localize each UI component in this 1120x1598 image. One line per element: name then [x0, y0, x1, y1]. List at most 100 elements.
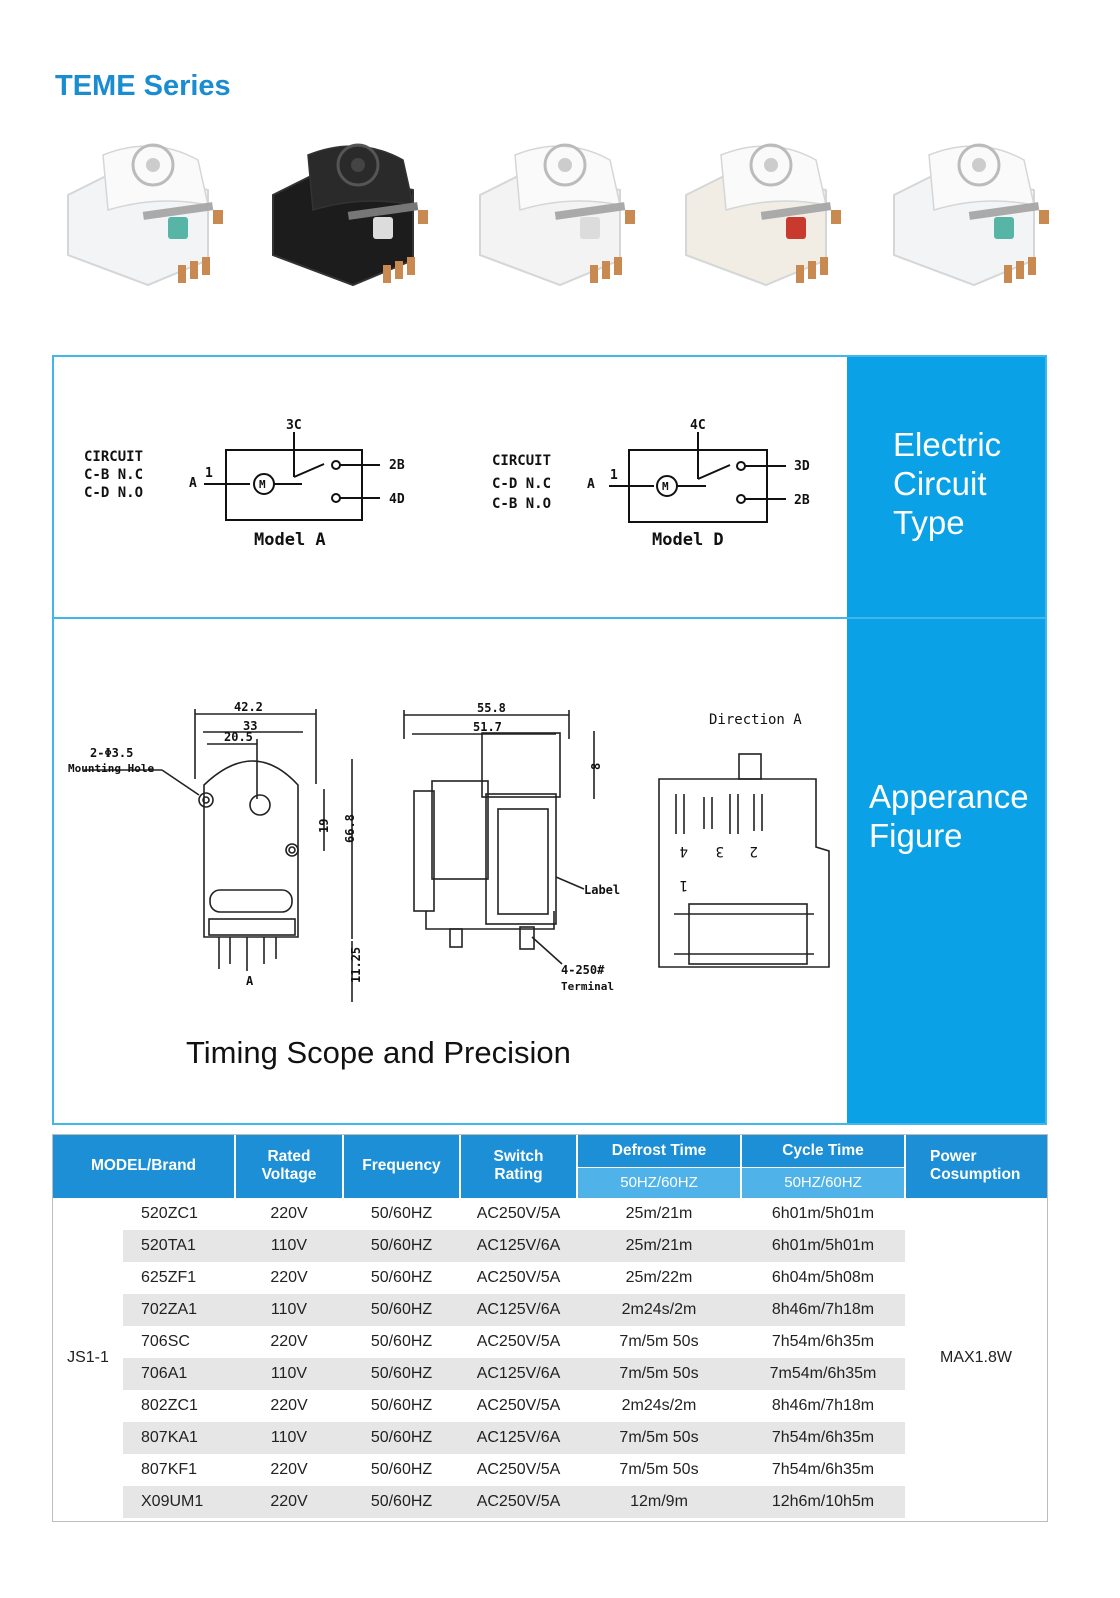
col-header-voltage-line2: Voltage — [261, 1166, 317, 1184]
frequency-cell: 50/60HZ — [343, 1357, 460, 1390]
model-cell: 802ZC1 — [141, 1396, 198, 1414]
power-cell: MAX1.8W — [905, 1197, 1047, 1518]
switch-cell: AC250V/5A — [476, 1460, 561, 1478]
col-header-switch: Switch Rating — [460, 1135, 578, 1198]
appearance-panel: 42.2 33 20.5 2-Φ3.5 Mounting Hole 19 66.… — [52, 617, 1047, 1125]
col-header-model: MODEL/Brand — [53, 1135, 236, 1198]
voltage-cell: 220V — [270, 1332, 308, 1350]
model-a-right-top: 2B — [389, 458, 405, 473]
model-d-input: A — [587, 477, 595, 492]
voltage-cell: 220V — [235, 1485, 343, 1518]
circuit-label-line1: Electric — [893, 426, 1002, 463]
col-header-frequency: Frequency — [343, 1135, 461, 1198]
switch-cell: AC250V/5A — [476, 1396, 561, 1414]
voltage-cell: 220V — [270, 1396, 308, 1414]
voltage-cell: 110V — [235, 1293, 343, 1326]
switch-cell: AC125V/6A — [460, 1293, 577, 1326]
model-cell: 807KF1 — [141, 1460, 198, 1478]
cycle-cell: 8h46m/7h18m — [741, 1293, 905, 1326]
dim-19: 19 — [317, 819, 331, 833]
cycle-cell: 6h01m/5h01m — [771, 1204, 875, 1222]
model-a-input: A — [189, 476, 197, 491]
frequency-cell: 50/60HZ — [343, 1421, 460, 1454]
voltage-cell: 220V — [270, 1460, 308, 1478]
switch-cell: AC250V/5A — [476, 1268, 561, 1286]
voltage-cell: 110V — [235, 1421, 343, 1454]
product-gallery — [0, 130, 1120, 310]
direction-view-drawing — [658, 753, 830, 968]
circuit-label-line3: Type — [893, 504, 965, 541]
col-header-switch-line1: Switch — [493, 1148, 544, 1166]
frequency-cell: 50/60HZ — [370, 1332, 433, 1350]
model-cell: 706SC — [141, 1332, 190, 1350]
product-timer-white-closed — [685, 143, 841, 287]
model-cell: 807KA1 — [123, 1421, 235, 1454]
model-a-right-bottom: 4D — [389, 492, 405, 507]
terminal-callout-2: Terminal — [561, 980, 614, 993]
frequency-cell: 50/60HZ — [370, 1396, 433, 1414]
product-images — [67, 143, 1049, 287]
defrost-cell: 7m/5m 50s — [619, 1460, 699, 1478]
defrost-cell: 7m/5m 50s — [577, 1357, 741, 1390]
circuit-model-d: CIRCUIT C-D N.C C-B N.O 4C A 1 M 3D 2B M… — [492, 418, 810, 550]
spec-table: MODEL/Brand Rated Voltage Frequency Swit… — [53, 1135, 1047, 1518]
model-d-right-bottom: 2B — [794, 493, 810, 508]
mounting-hole-label-1: 2-Φ3.5 — [90, 746, 133, 760]
legend-d-line2: C-D N.C — [492, 476, 551, 492]
frequency-cell: 50/60HZ — [343, 1229, 460, 1262]
direction-pin-1: 1 — [680, 877, 688, 893]
legend-a-line1: CIRCUIT — [84, 449, 143, 465]
defrost-cell: 2m24s/2m — [621, 1396, 697, 1414]
appearance-side-label: Apperance Figure — [847, 619, 1045, 1123]
mounting-hole-label-2: Mounting Hole — [68, 762, 154, 775]
model-d-motor: M — [662, 480, 669, 493]
switch-cell: AC250V/5A — [460, 1485, 577, 1518]
cycle-cell: 7h54m/6h35m — [771, 1460, 875, 1478]
direction-pin-4: 4 — [680, 843, 688, 859]
voltage-cell: 220V — [270, 1268, 308, 1286]
model-a-caption: Model A — [254, 530, 326, 550]
dim-33: 33 — [243, 719, 257, 733]
voltage-cell: 220V — [270, 1204, 308, 1222]
dim-51-7: 51.7 — [473, 720, 502, 734]
circuit-diagrams: CIRCUIT C-B N.C C-D N.O 3C A 1 M 2B 4D M… — [84, 418, 810, 550]
circuit-model-a: CIRCUIT C-B N.C C-D N.O 3C A 1 M 2B 4D M… — [84, 418, 405, 550]
col-header-defrost: Defrost Time — [577, 1135, 742, 1167]
model-d-caption: Model D — [652, 530, 724, 550]
model-cell: 702ZA1 — [123, 1293, 235, 1326]
direction-pin-3: 3 — [716, 843, 724, 859]
legend-d-line1: CIRCUIT — [492, 453, 551, 469]
model-d-pin: 1 — [610, 468, 618, 483]
dim-55-8: 55.8 — [477, 701, 506, 715]
cycle-cell: 12h6m/10h5m — [741, 1485, 905, 1518]
cycle-cell: 6h04m/5h08m — [771, 1268, 875, 1286]
model-d-top-terminal: 4C — [690, 418, 706, 433]
cycle-cell: 7m54m/6h35m — [741, 1357, 905, 1390]
dim-20-5: 20.5 — [224, 730, 253, 744]
defrost-cell: 2m24s/2m — [577, 1293, 741, 1326]
dim-66-8: 66.8 — [343, 814, 357, 843]
circuit-panel: CIRCUIT C-B N.C C-D N.O 3C A 1 M 2B 4D M… — [52, 355, 1047, 619]
direction-a-title: Direction A — [709, 712, 802, 728]
legend-d-line3: C-B N.O — [492, 496, 551, 512]
appearance-label-line1: Apperance — [869, 778, 1029, 815]
dim-42-2: 42.2 — [234, 700, 263, 714]
model-cell: X09UM1 — [123, 1485, 235, 1518]
model-a-top-terminal: 3C — [286, 418, 302, 433]
label-callout: Label — [584, 883, 620, 897]
timing-scope-title: Timing Scope and Precision — [186, 1035, 571, 1070]
dim-11-25: 11.25 — [349, 947, 363, 983]
legend-a-line2: C-B N.C — [84, 467, 143, 483]
model-cell: 520TA1 — [123, 1229, 235, 1262]
switch-cell: AC125V/6A — [460, 1357, 577, 1390]
model-cell: 625ZF1 — [141, 1268, 197, 1286]
model-a-motor: M — [259, 478, 266, 491]
product-timer-white — [479, 143, 635, 287]
voltage-cell: 110V — [235, 1357, 343, 1390]
